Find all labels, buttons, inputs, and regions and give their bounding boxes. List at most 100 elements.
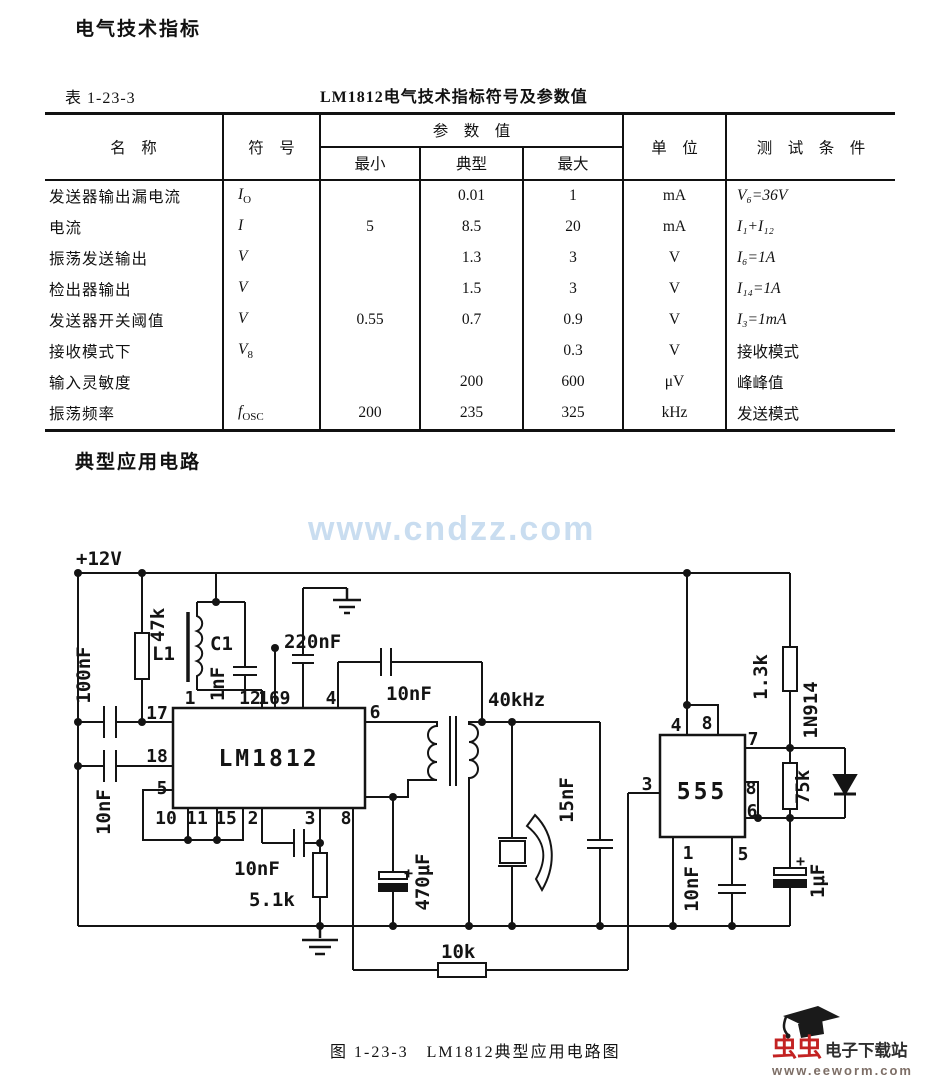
- table-row: 检出器输出 V 1.5 3 V I₁₄=1A: [45, 273, 895, 305]
- site-logo: 虫虫 电子下载站 www.eeworm.com: [772, 1002, 924, 1077]
- table-title: LM1812电气技术指标符号及参数值: [320, 89, 588, 106]
- cell-max: 0.9: [522, 304, 623, 336]
- cell-symbol: I: [222, 211, 320, 243]
- col-header-unit: 单 位: [622, 113, 726, 181]
- cell-name: 电流: [49, 220, 83, 237]
- table-label: 表 1-23-3: [65, 90, 136, 107]
- pin-label: 12: [239, 688, 261, 709]
- pin-label: 2: [248, 808, 259, 829]
- label-d1n914: 1N914: [800, 681, 822, 738]
- cell-cond: I₃=1mA: [725, 304, 895, 336]
- cell-typ: 1.3: [419, 242, 523, 274]
- pin-label: 1: [683, 843, 694, 864]
- cell-min: [319, 242, 420, 274]
- lm1812-pin-labels: 17 18 5 1 12 16 9 4 6 10 11 15 2 3 8: [146, 688, 380, 829]
- graduation-cap-icon: [782, 1006, 840, 1039]
- cell-unit: mA: [622, 179, 726, 212]
- label-plus-470uf: +: [404, 864, 413, 882]
- pin-label: 11: [186, 808, 208, 829]
- table-row: 发送器开关阈值 V 0.55 0.7 0.9 V I₃=1mA: [45, 304, 895, 336]
- cell-min: [319, 273, 420, 305]
- cell-symbol: V: [222, 304, 320, 336]
- pin-label: 17: [146, 703, 168, 724]
- cell-max: 20: [522, 211, 623, 243]
- label-c470uf: 470μF: [412, 853, 434, 910]
- label-r5k1: 5.1k: [249, 889, 295, 911]
- col-header-symbol: 符 号: [222, 113, 320, 181]
- table-row: 接收模式下 V8 0.3 V 接收模式: [45, 335, 895, 367]
- pin-label: 6: [370, 702, 381, 723]
- cell-typ: 200: [419, 366, 523, 398]
- cell-max: 325: [522, 397, 623, 430]
- label-c220nf: 220nF: [284, 631, 341, 653]
- pin-label: 18: [146, 746, 168, 767]
- label-c1: C1: [210, 633, 233, 655]
- pin-label: 4: [326, 688, 337, 709]
- cell-max: 3: [522, 273, 623, 305]
- cell-cond: 峰峰值: [725, 366, 895, 398]
- label-supply: +12V: [76, 548, 122, 570]
- cell-max: 600: [522, 366, 623, 398]
- cell-unit: V: [622, 304, 726, 336]
- cell-symbol: V: [222, 242, 320, 274]
- cell-cond: I₁+I₁₂: [725, 211, 895, 243]
- label-c15nf: 15nF: [556, 777, 578, 823]
- col-header-params: 参 数 值: [319, 113, 623, 148]
- pin-label: 8: [746, 778, 757, 799]
- section-heading-circuit: 典型应用电路: [75, 452, 202, 473]
- spec-table-wrap: 名 称 符 号 参 数 值 单 位 测 试 条 件 最小 典型 最大 发送器输出…: [45, 112, 895, 432]
- pin-label: 6: [747, 801, 758, 822]
- label-c10nf-pin2: 10nF: [234, 858, 280, 880]
- label-c1uf: 1μF: [807, 864, 829, 898]
- pin-label: 8: [702, 713, 713, 734]
- cell-min: [319, 179, 420, 212]
- cell-min: [319, 366, 420, 398]
- cell-unit: V: [622, 273, 726, 305]
- cell-cond: 接收模式: [725, 335, 895, 367]
- pin-label: 1: [185, 688, 196, 709]
- logo-url-text: www.eeworm.com: [772, 1063, 913, 1077]
- label-plus-1uf: +: [796, 852, 805, 870]
- label-c10nf-pin18: 10nF: [93, 789, 115, 835]
- cell-min: 200: [319, 397, 420, 430]
- cell-max: 1: [522, 179, 623, 212]
- label-ic-lm1812: LM1812: [218, 746, 319, 772]
- cell-symbol: V8: [222, 335, 320, 367]
- cell-typ: 8.5: [419, 211, 523, 243]
- cell-symbol: [222, 366, 320, 398]
- cell-unit: mA: [622, 211, 726, 243]
- cell-typ: 235: [419, 397, 523, 430]
- cell-min: 0.55: [319, 304, 420, 336]
- cell-max: 0.3: [522, 335, 623, 367]
- table-row: 电流 I 5 8.5 20 mA I₁+I₁₂: [45, 211, 895, 243]
- col-header-max: 最大: [522, 146, 623, 181]
- cell-name: 发送器输出漏电流: [49, 189, 182, 206]
- pin-label: 15: [215, 808, 237, 829]
- cell-min: 5: [319, 211, 420, 243]
- pin-label: 16: [258, 688, 280, 709]
- cell-name: 振荡发送输出: [49, 251, 149, 268]
- table-row: 振荡频率 fOSC 200 235 325 kHz 发送模式: [45, 397, 895, 430]
- label-c10nf-555: 10nF: [681, 866, 703, 912]
- junction-dots: [74, 569, 794, 930]
- cell-symbol: fOSC: [222, 397, 320, 430]
- col-header-cond: 测 试 条 件: [725, 113, 895, 181]
- cell-typ: [419, 335, 523, 367]
- pin-label: 9: [280, 688, 291, 709]
- pin-label: 7: [748, 729, 759, 750]
- col-header-min: 最小: [319, 146, 420, 181]
- label-r75k: 75k: [792, 769, 814, 804]
- label-r10k: 10k: [441, 941, 476, 963]
- cell-cond: V₆=36V: [725, 179, 895, 212]
- cell-unit: μV: [622, 366, 726, 398]
- wires: [77, 572, 858, 978]
- label-c100nf: 100nF: [73, 646, 95, 703]
- label-c10nf-pin4: 10nF: [386, 683, 432, 705]
- label-r47k: 47k: [147, 607, 169, 642]
- cell-max: 3: [522, 242, 623, 274]
- pin-label: 5: [738, 844, 749, 865]
- pin-label: 8: [341, 808, 352, 829]
- cell-cond: I₆=1A: [725, 242, 895, 274]
